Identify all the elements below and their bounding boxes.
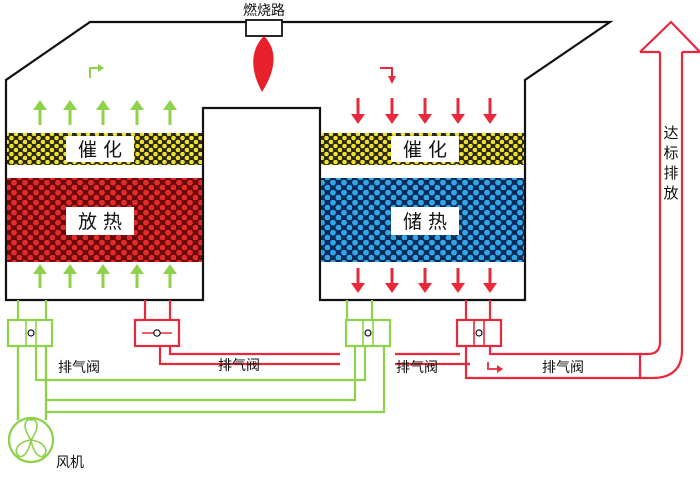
fan-icon (7, 416, 55, 464)
left-upflow-arrows (33, 100, 177, 288)
outlet-valve-label: 排气阀 (542, 360, 584, 376)
right-downflow-arrows (351, 98, 497, 293)
middle-green-valve (344, 318, 392, 348)
flame-icon (253, 36, 274, 92)
outlet-label-char-4: 放 (663, 184, 678, 202)
outlet-label-char-1: 达 (663, 124, 678, 142)
left-green-valve (6, 318, 54, 348)
right-red-valve (455, 318, 503, 348)
outlet-label-char-3: 排 (663, 164, 678, 182)
outlet-label: 达 标 排 放 (663, 124, 678, 202)
right-bed-label: 储 热 (403, 211, 447, 233)
exhaust-direction-arrow (487, 362, 500, 370)
left-red-valve (133, 318, 181, 348)
left-bed-label: 放 热 (78, 211, 122, 233)
right-valve-label: 排气阀 (396, 360, 438, 376)
left-valve-label: 排气阀 (58, 360, 100, 376)
outlet-label-char-2: 标 (663, 144, 678, 162)
flow-direction-arrow-red (380, 67, 393, 78)
left-catalyst-label: 催 化 (78, 139, 122, 161)
burner-label: 燃烧路 (243, 2, 285, 19)
burner-nozzle (245, 19, 283, 37)
right-catalyst-label: 催 化 (403, 139, 447, 161)
fan-label: 风机 (56, 455, 84, 471)
middle-valve-label: 排气阀 (218, 358, 260, 374)
outlet-arrow-icon (639, 20, 700, 54)
